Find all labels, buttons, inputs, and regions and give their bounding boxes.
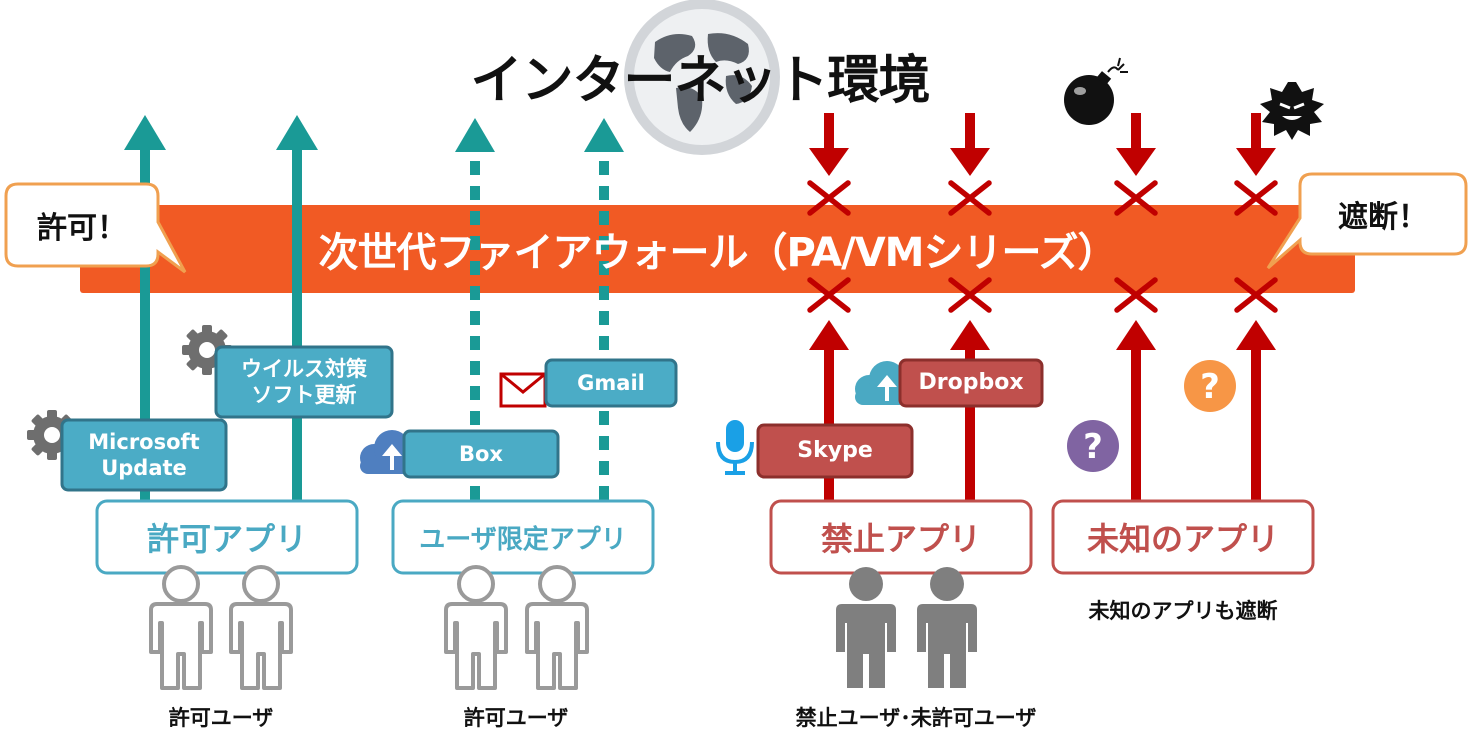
allow-callout: 許可！ [37,211,127,246]
microphone-icon [716,420,754,475]
allowed-users-label-2: 許可ユーザ [463,706,569,730]
tag-box-microsoft-update [60,418,228,492]
blocked-arrow-3 [1116,113,1156,500]
tag-box-antivirus-update [214,345,394,419]
category-box-user-limited [391,499,655,575]
svg-text:?: ? [1200,367,1220,407]
question-icon: ? [1184,360,1236,412]
app-tag-skype: Skype [797,438,873,464]
blocked-users-group [836,567,977,688]
category-allowed: 許可アプリ [146,520,307,558]
svg-text:?: ? [1083,427,1103,467]
firewall-bar [80,205,1355,293]
unknown-app-note: 未知のアプリも遮断 [1088,599,1278,623]
allowed-users-group-1 [149,565,293,690]
category-box-prohibited [769,499,1033,575]
question-icon: ? [1067,420,1119,472]
block-callout: 遮断！ [1338,200,1428,235]
tag-box-box [402,429,560,479]
app-tag-gmail: Gmail [577,370,645,395]
category-box-unknown [1051,499,1315,575]
category-box-allowed [95,499,359,575]
app-tag-microsoft-update: Microsoft Update [88,429,200,480]
allowed-users-group-2 [444,565,589,690]
app-tag-dropbox: Dropbox [918,370,1024,396]
app-tag-box: Box [459,441,503,466]
bomb-icon [1064,57,1128,125]
category-unknown: 未知のアプリ [1086,520,1279,558]
allowed-users-label-1: 許可ユーザ [168,706,274,730]
firewall-label: 次世代ファイアウォール（PA/VMシリーズ） [318,230,1118,276]
tag-box-gmail [544,358,678,408]
allow-callout-bubble [4,182,187,274]
page-title: インターネット環境 [470,51,930,111]
virus-icon [1260,82,1324,140]
globe-icon [624,0,780,155]
tag-box-skype [756,423,914,479]
blocked-users-label: 禁止ユーザ･未許可ユーザ [795,706,1037,730]
block-callout-bubble [1266,172,1468,270]
category-prohibited: 禁止アプリ [820,520,981,558]
blocked-arrow-4 [1236,113,1276,500]
mail-icon [499,372,547,408]
tag-box-dropbox [898,358,1044,408]
category-user-limited: ユーザ限定アプリ [419,524,627,555]
app-tag-antivirus-update: ウイルス対策 ソフト更新 [241,356,367,407]
